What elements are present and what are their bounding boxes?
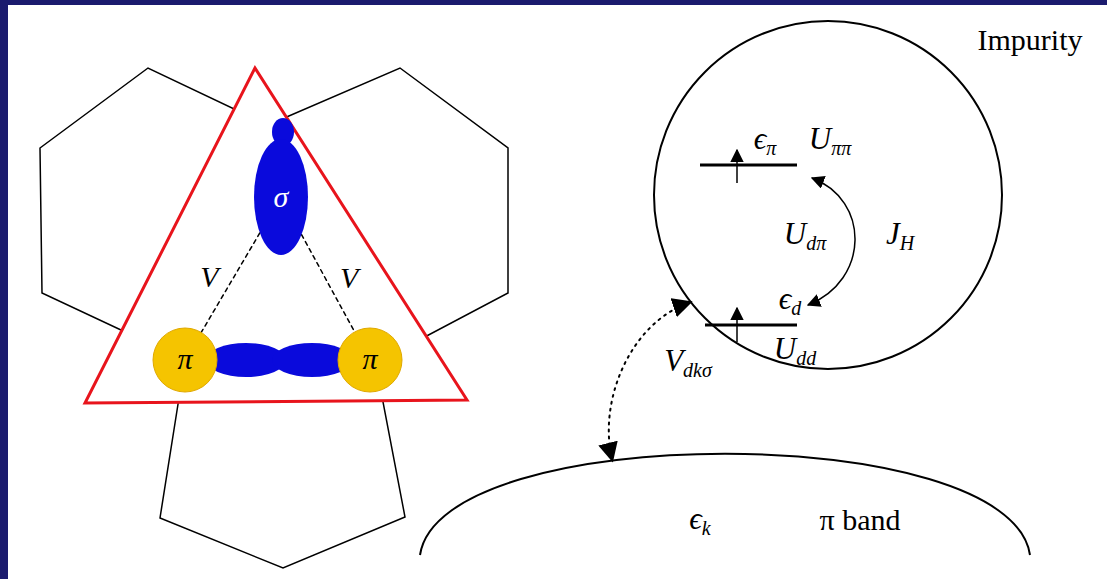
hybridization-label: Vdkσ [664, 343, 712, 382]
interaction-label: Uππ [809, 121, 851, 160]
impurity-circle-outline [653, 20, 1003, 370]
pi-orbital: π [152, 327, 218, 393]
pi-orbital: π [337, 327, 403, 393]
orbital-label: π [177, 342, 192, 377]
hybridization-arrow [609, 302, 691, 461]
interaction-label: Udd [774, 331, 816, 370]
node-heading: Impurity [978, 23, 1083, 58]
level-energy: ϵπ [754, 121, 777, 160]
edge-label: V [198, 260, 220, 293]
pi-band-outline [420, 420, 1030, 560]
interaction-label: Udπ [784, 216, 826, 255]
pi-band: ϵk π band [420, 420, 1030, 560]
band-energy: ϵk [689, 501, 710, 540]
impurity-circle: ImpurityϵπUππUdπJHϵdUddVdkσ [653, 20, 1003, 370]
orbital-label: σ [274, 180, 289, 215]
sigma-orbital: σ [250, 118, 312, 256]
interaction-label: JH [886, 216, 914, 255]
band-label: π band [820, 503, 901, 538]
frame-bar [0, 0, 8, 579]
frame-bar [0, 0, 1107, 5]
edge-label: V [338, 261, 360, 294]
level-energy: ϵd [779, 281, 802, 320]
orbital-label: π [362, 342, 377, 377]
